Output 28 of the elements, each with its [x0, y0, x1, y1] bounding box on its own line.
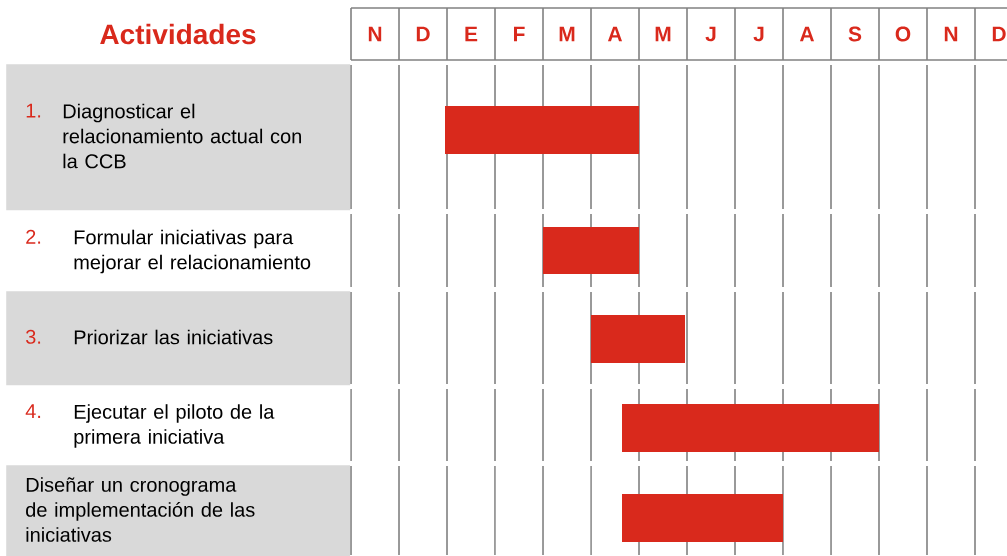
activity-row: 3. Priorizar las iniciativas: [6, 291, 351, 386]
gantt-bar: [622, 494, 783, 542]
month-label: J: [753, 26, 764, 42]
month-label: S: [848, 26, 862, 42]
gantt-bar: [622, 404, 879, 452]
activity-row: Diseñar un cronograma de implementación de las iniciativas: [6, 465, 351, 556]
month-label: F: [514, 26, 525, 42]
month-label: O: [895, 26, 911, 42]
node-label: 4.: [25, 404, 41, 418]
month-label: E: [465, 26, 478, 42]
month-label: D: [992, 26, 1006, 42]
activity-row: 2. Formular iniciativas para mejorar el relacionamiento: [6, 213, 351, 289]
gantt-bar: [591, 315, 685, 363]
month-label: N: [368, 26, 382, 42]
node-label: Ejecutar el piloto de la primera iniciativa: [74, 404, 275, 448]
activity-row: 4. Ejecutar el piloto de la primera iniciativa: [6, 388, 351, 463]
month-label: A: [607, 26, 623, 42]
month-label: A: [799, 26, 815, 42]
node-label: Formular iniciativas para mejorar el relacionamiento: [74, 229, 311, 274]
month-label: J: [705, 26, 716, 42]
gantt-bar: [445, 106, 639, 154]
month-label: M: [655, 26, 671, 42]
month-label: D: [416, 26, 430, 42]
month-label: M: [559, 26, 575, 42]
month-label: N: [944, 26, 958, 42]
gantt-bar: [543, 227, 639, 274]
activity-row: 1. Diagnosticar el relacionamiento actual con la CCB: [6, 64, 351, 211]
node-label: 2.: [26, 229, 41, 244]
